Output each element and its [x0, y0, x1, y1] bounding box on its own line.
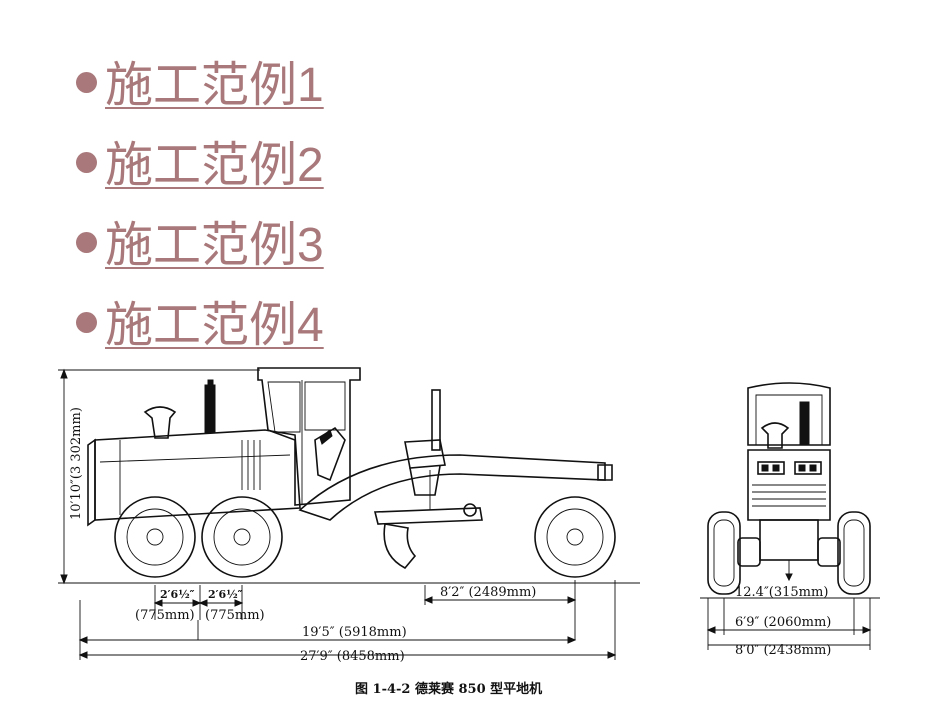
motor-grader-drawing: 10′10″(3 302mm)	[58, 367, 880, 697]
ground-clearance-label: 12.4″(315mm)	[735, 585, 828, 600]
blade-reach-label: 8′2″ (2489mm)	[440, 585, 536, 600]
link-example-3[interactable]: 施工范例3	[105, 219, 324, 272]
bullet-icon	[76, 311, 97, 333]
overall-length-label: 27′9″ (8458mm)	[300, 649, 405, 664]
list-item: 施工范例1	[76, 40, 324, 120]
axle-spacing-2-in: 2′6½″	[208, 588, 243, 601]
wheelbase-label: 19′5″ (5918mm)	[302, 625, 407, 640]
bullet-icon	[76, 231, 97, 253]
height-label: 10′10″(3 302mm)	[69, 407, 84, 520]
bullet-icon	[76, 71, 97, 93]
link-list: 施工范例1 施工范例2 施工范例3 施工范例4	[76, 40, 324, 360]
axle-spacing-1-mm: (775mm)	[135, 608, 195, 623]
link-example-4[interactable]: 施工范例4	[105, 299, 324, 352]
axle-spacing-1-in: 2′6½″	[160, 588, 195, 601]
figure-caption: 图 1-4-2 德莱赛 850 型平地机	[355, 681, 542, 697]
link-example-2[interactable]: 施工范例2	[105, 139, 324, 192]
overall-width-label: 8′0″ (2438mm)	[735, 643, 831, 658]
list-item: 施工范例2	[76, 120, 324, 200]
side-view: 10′10″(3 302mm)	[58, 367, 640, 664]
bullet-icon	[76, 151, 97, 173]
list-item: 施工范例4	[76, 280, 324, 360]
link-example-1[interactable]: 施工范例1	[105, 59, 324, 112]
front-view: 12.4″(315mm) 6′9″ (2060mm) 8′0″ (2438mm)	[700, 382, 880, 658]
track-width-label: 6′9″ (2060mm)	[735, 615, 831, 630]
list-item: 施工范例3	[76, 200, 324, 280]
axle-spacing-2-mm: (775mm)	[205, 608, 265, 623]
